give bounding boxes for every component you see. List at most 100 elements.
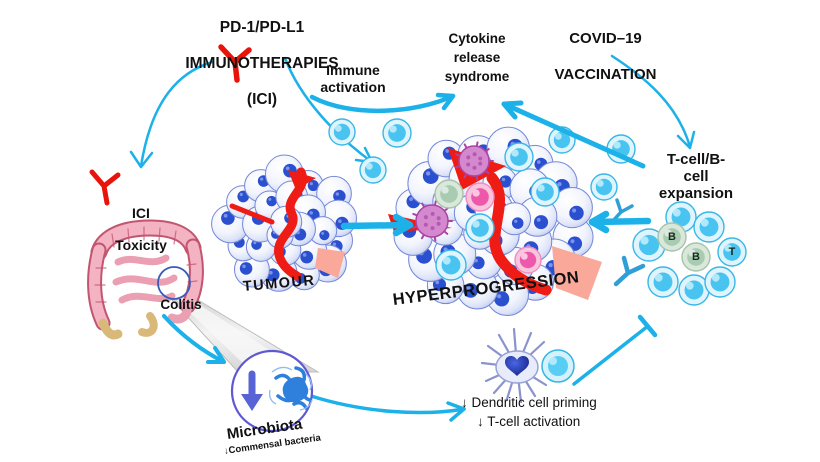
hyper-cell-nucleus-highlight xyxy=(514,219,518,223)
inhibition-bar-icon xyxy=(572,314,658,386)
macrophage-dot xyxy=(436,221,441,226)
macrophage-dot xyxy=(436,216,441,221)
bacteria-icon xyxy=(268,366,313,411)
tumour-cell-nucleus-highlight xyxy=(338,219,342,223)
macrophage-dot xyxy=(478,161,483,166)
free-immune-cell-highlight xyxy=(389,125,397,133)
macrophage-cell xyxy=(415,204,449,238)
hyper-cell-nucleus xyxy=(569,205,584,221)
hyper-cell-nucleus-highlight xyxy=(466,285,471,290)
ici-toxicity-label: ICI Toxicity xyxy=(104,189,178,269)
tumour-cell-nucleus-highlight xyxy=(253,241,257,245)
hyper-cell-nucleus-highlight xyxy=(435,280,440,285)
arrow-tumour-to-hyperprogression xyxy=(340,213,414,237)
hyper-cell-nucleus-highlight xyxy=(501,177,506,182)
hyper-cell-nucleus xyxy=(533,215,549,230)
free-immune-cell-highlight xyxy=(613,141,621,149)
intestine-illustration xyxy=(87,219,204,340)
t-cell-label: T xyxy=(728,246,736,258)
immune-activation-label: Immune activation xyxy=(320,62,386,95)
down-arrow-icon: ↓ xyxy=(477,414,484,429)
hyper-cell-nucleus-highlight xyxy=(536,217,541,222)
hyper-cell-nucleus-highlight xyxy=(572,208,577,213)
tcell-activation-label: ↓ T-cell activation xyxy=(477,414,580,429)
hyper-cell-nucleus-highlight xyxy=(536,160,541,164)
tumour-cell-nucleus-highlight xyxy=(242,264,246,269)
tumour-cell-nucleus-highlight xyxy=(309,182,313,186)
expansion-t-cell-highlight xyxy=(685,281,694,290)
green-immune-cell-highlight xyxy=(441,186,449,194)
free-immune-cells xyxy=(328,118,636,201)
colitis-label: Colitis xyxy=(160,297,202,312)
hyper-cell-nucleus-highlight xyxy=(570,239,575,244)
expansion-b-cell-highlight xyxy=(664,229,672,237)
covid-title-line2: VACCINATION xyxy=(554,66,657,83)
expansion-t-cell-highlight xyxy=(711,273,720,282)
macrophage-dot xyxy=(478,156,483,161)
expansion-label: T-cell/B-cell expansion xyxy=(658,151,734,202)
expansion-b-cell-highlight xyxy=(688,249,696,257)
pink-immune-cell-highlight xyxy=(472,189,480,197)
tumour-vessels xyxy=(229,167,345,281)
macrophage-dot xyxy=(472,152,477,157)
tumour-cell-nucleus-highlight xyxy=(302,253,307,257)
pd1-title-line1: PD-1/PD-L1 xyxy=(219,19,305,36)
tumour-cell-nucleus-highlight xyxy=(335,192,340,196)
tumour-cell-nucleus xyxy=(319,230,330,241)
expansion-cell-cluster xyxy=(632,201,747,306)
ici-antibody-icon xyxy=(218,44,252,83)
pd1-title-line2: IMMUNOTHERAPIES xyxy=(185,55,339,72)
pink-immune-cell-highlight xyxy=(520,252,528,260)
hyperprogression-cluster xyxy=(393,126,594,317)
macrophage-dot xyxy=(466,162,471,167)
macrophage-dot xyxy=(430,211,435,216)
ici-toxicity-line1: ICI xyxy=(132,205,150,221)
decrease-arrow-icon xyxy=(241,370,263,411)
arrow-colitis-to-microbiota xyxy=(162,314,226,364)
tumour-cell-nucleus-highlight xyxy=(285,166,290,171)
expansion-t-cell-highlight xyxy=(724,244,732,252)
macrophage-cell xyxy=(458,145,490,177)
tumour-cell-nucleus-highlight xyxy=(239,192,243,197)
cytokine-release-label: Cytokine release syndrome xyxy=(444,31,510,84)
dendritic-priming-label: ↓ Dendritic cell priming xyxy=(461,395,597,410)
arrow-ici-to-toxicity xyxy=(129,60,214,169)
tumour-cell-nucleus-highlight xyxy=(268,197,272,201)
arrow-expansion-to-hyperprogression xyxy=(588,210,652,234)
down-arrow-icon: ↓ xyxy=(461,395,468,410)
macrophage-dot xyxy=(430,226,435,231)
pd1-title: PD-1/PD-L1 IMMUNOTHERAPIES (ICI) xyxy=(152,1,372,127)
toxicity-antibody-icon xyxy=(89,169,121,206)
macrophage-dot xyxy=(466,155,471,160)
tumour-cell-nucleus-highlight xyxy=(223,213,228,218)
cyan-immune-cell-highlight xyxy=(442,256,451,265)
b-cell-label-2: B xyxy=(692,251,700,263)
tumour-cell-nucleus-highlight xyxy=(321,232,325,235)
tumour-cell-nucleus xyxy=(239,262,253,275)
hyper-cell-nucleus-highlight xyxy=(425,171,431,176)
tumour-cell-nucleus-highlight xyxy=(260,177,264,181)
tumour-cell-nucleus-highlight xyxy=(332,242,337,246)
expansion-t-cell-highlight xyxy=(640,236,649,245)
cyan-immune-cell-highlight xyxy=(511,149,519,157)
macrophage-dot xyxy=(423,215,428,220)
arrow-covid-to-expansion xyxy=(610,54,696,150)
macrophage-dot xyxy=(423,222,428,227)
infiltrating-immune-cells xyxy=(412,126,576,281)
cyan-immune-cell-highlight xyxy=(472,220,480,228)
free-immune-cell-highlight xyxy=(596,179,604,187)
expansion-t-cell-highlight xyxy=(654,273,663,282)
dendritic-nucleus xyxy=(505,356,529,376)
tumour-cell-nucleus-highlight xyxy=(269,270,273,275)
cyan-immune-cell-highlight xyxy=(554,132,562,140)
hyper-cell-nucleus xyxy=(511,217,524,229)
tumour-cell-nucleus xyxy=(266,195,277,207)
expansion-t-cell-highlight xyxy=(672,208,681,217)
hyper-cell-nucleus-highlight xyxy=(445,149,450,153)
hyper-cell-nucleus-highlight xyxy=(548,263,553,268)
hyper-cell-nucleus-highlight xyxy=(497,294,502,299)
free-immune-cell-highlight xyxy=(365,162,373,170)
pd1-title-line3: (ICI) xyxy=(246,91,278,108)
